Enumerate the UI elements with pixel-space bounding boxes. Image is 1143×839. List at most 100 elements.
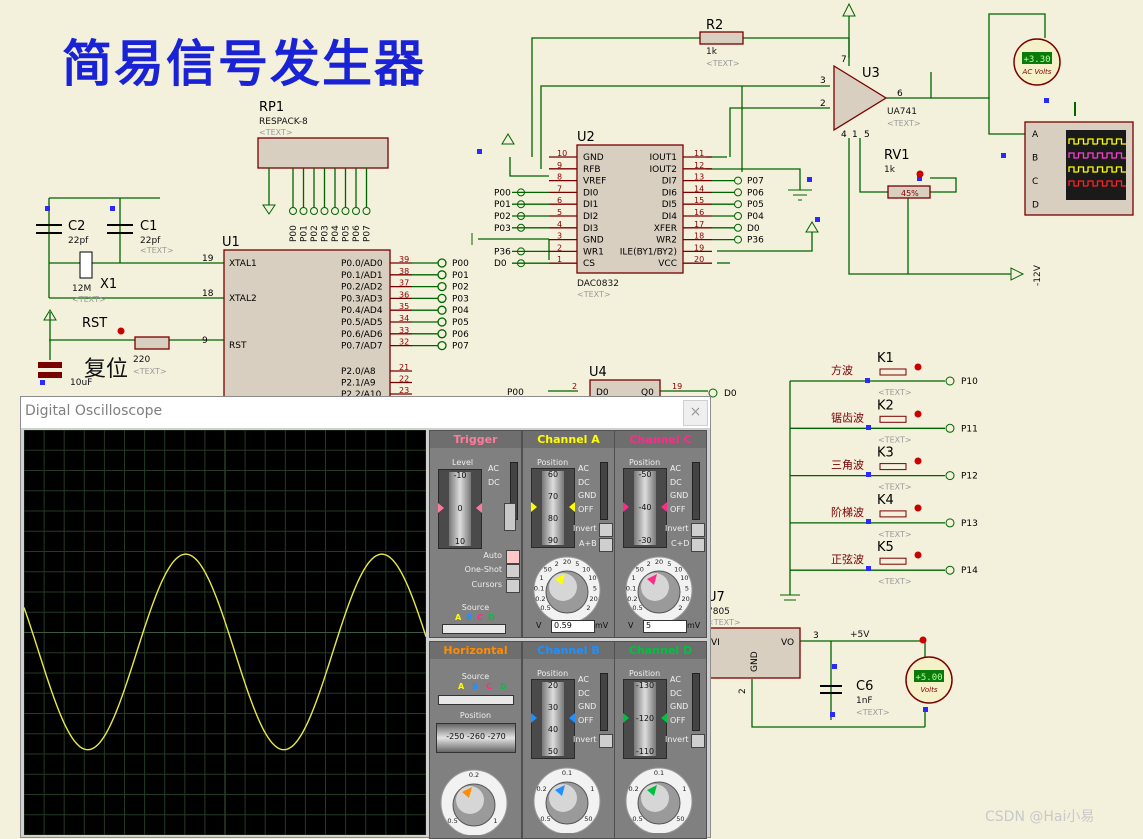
u3-text: <TEXT> xyxy=(887,119,921,128)
trigger-cursors-button[interactable] xyxy=(506,579,520,593)
u1-net-label: P07 xyxy=(452,342,469,352)
horizontal-source-slider[interactable] xyxy=(438,695,514,705)
u2-pin-num: 7 xyxy=(557,184,562,193)
u2-ref: U2 xyxy=(577,130,595,145)
channel-c-value[interactable]: 5 xyxy=(643,620,687,633)
trigger-one-shot-button[interactable] xyxy=(506,564,520,578)
u2-pin-name: ILE(BY1/BY2) xyxy=(620,247,677,257)
trigger-source-c: C xyxy=(477,613,483,622)
horizontal-position-slider[interactable]: -250 -260 -270 xyxy=(436,723,516,753)
rst-cap xyxy=(38,372,62,378)
close-button[interactable]: × xyxy=(683,400,708,426)
position-marker-icon xyxy=(623,502,629,512)
knob-scale-label: 0.1 xyxy=(654,769,664,777)
u2-pin-num: 6 xyxy=(557,196,562,205)
trigger-edge-switch[interactable] xyxy=(504,503,516,531)
channel-d-position-slider[interactable]: -130-120-110 xyxy=(623,679,667,759)
marker xyxy=(45,206,50,211)
position-tick: -130 xyxy=(635,681,655,690)
channel-a-combine-button[interactable] xyxy=(599,538,613,552)
trigger-source-d: D xyxy=(488,613,495,622)
scope-input-label: D xyxy=(1032,201,1039,211)
rst-text: <TEXT> xyxy=(133,367,167,376)
terminal xyxy=(352,207,360,215)
trigger-auto-button[interactable] xyxy=(506,550,520,564)
u1-pin-name: XTAL1 xyxy=(229,259,257,269)
key-net-label: P14 xyxy=(961,566,978,576)
channel-a-combine-label: A+B xyxy=(579,539,597,548)
u4-pin-in: 2 xyxy=(572,382,577,391)
u4-pin-out: 19 xyxy=(672,382,682,391)
channel-c-position-slider[interactable]: -50-40-30 xyxy=(623,468,667,548)
channel-c-invert-button[interactable] xyxy=(691,523,705,537)
u2-net-label: P04 xyxy=(747,212,764,222)
knob-scale-label: 0.5 xyxy=(632,604,642,612)
wire xyxy=(729,107,830,157)
u2-net-label: P02 xyxy=(494,212,511,222)
marker xyxy=(1044,98,1049,103)
terminal xyxy=(320,207,329,215)
u7-ref: U7 xyxy=(707,590,725,605)
knob-pointer-icon xyxy=(555,574,565,585)
u1-ref: U1 xyxy=(222,235,240,250)
channel-b-invert-button[interactable] xyxy=(599,734,613,748)
channel-b-position-label: Position xyxy=(537,669,569,678)
wire xyxy=(859,138,895,193)
channel-a-invert-button[interactable] xyxy=(599,523,613,537)
c6-ref: C6 xyxy=(856,679,873,694)
channel-d-coupling-switch[interactable] xyxy=(692,673,700,731)
knob-pointer-icon xyxy=(555,785,565,796)
u1-pin-num: 22 xyxy=(399,375,409,384)
oscilloscope-title-bar[interactable]: Digital Oscilloscope × xyxy=(21,397,710,428)
watermark: CSDN @Hai小易 xyxy=(985,809,1095,825)
x1-text: <TEXT> xyxy=(72,295,106,304)
u2-net-label: P36 xyxy=(494,247,511,257)
key-ref: K4 xyxy=(877,493,894,508)
marker xyxy=(832,664,837,669)
channel-b-coupling-switch[interactable] xyxy=(600,673,608,731)
trigger-one-shot-label: One-Shot xyxy=(464,565,502,574)
oscilloscope-screen[interactable] xyxy=(23,429,427,836)
u3-pin-num: 6 xyxy=(897,89,903,99)
u2-pin-name: XFER xyxy=(654,224,677,234)
channel-c-coupling-switch[interactable] xyxy=(692,462,700,520)
rp1-value: RESPACK-8 xyxy=(259,117,308,127)
u2-pin-name: IOUT2 xyxy=(649,165,677,175)
channel-c-combine-button[interactable] xyxy=(691,538,705,552)
channel-a-coupling-switch[interactable] xyxy=(600,462,608,520)
voltmeter-unit: AC Volts xyxy=(1022,68,1052,76)
terminal xyxy=(734,176,742,185)
schematic-static-wiring xyxy=(48,13,1046,728)
knob-scale-label: 0.2 xyxy=(628,785,638,793)
r2-ref: R2 xyxy=(706,18,723,33)
u2-pin-name: RFB xyxy=(583,165,601,175)
knob-scale-label: 5 xyxy=(593,584,597,592)
knob-scale-label: 50 xyxy=(544,566,552,574)
u3-ref: U3 xyxy=(862,66,880,81)
channel-c-unit-v: V xyxy=(628,621,634,630)
position-marker-icon xyxy=(661,713,667,723)
u1-pin-num: 39 xyxy=(399,255,409,264)
knob-pointer-icon xyxy=(647,785,657,796)
trigger-source-slider[interactable] xyxy=(442,624,506,634)
u2-pin-name: DI0 xyxy=(583,188,599,198)
channel-a-value[interactable]: 0.59 xyxy=(551,620,595,633)
trigger-level-label: Level xyxy=(452,458,474,467)
channel-d-invert-button[interactable] xyxy=(691,734,705,748)
u1-pin-name: RST xyxy=(229,341,247,351)
knob-scale-label: 0.2 xyxy=(469,771,479,779)
u1-pin-num: 34 xyxy=(399,314,409,323)
u1-pin-name: P0.0/AD0 xyxy=(341,259,383,269)
wire xyxy=(885,97,1025,135)
